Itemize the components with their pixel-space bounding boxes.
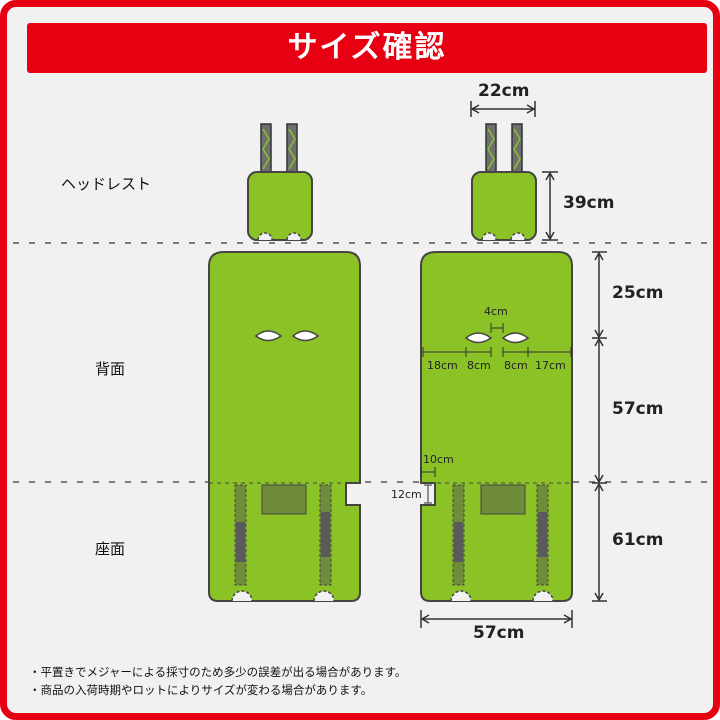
size-diagram <box>13 101 707 628</box>
back-main-height-label: 57cm <box>612 399 664 419</box>
slit-right-label: 8cm <box>504 359 528 372</box>
back-label: 背面 <box>95 360 126 378</box>
note-line-1: ・平置きでメジャーによる採寸のため多少の誤差が出る場合があります。 <box>29 665 407 679</box>
note-line-2: ・商品の入荷時期やロットによりサイズが変わる場合があります。 <box>29 683 373 697</box>
right-margin-label: 17cm <box>535 359 566 372</box>
headrest-cover <box>247 171 313 241</box>
page-title: サイズ確認 <box>27 23 707 73</box>
left-margin-label: 18cm <box>427 359 458 372</box>
back-top-height-label: 25cm <box>612 283 664 303</box>
back-seat-cover <box>208 251 361 602</box>
left-cover-figure <box>208 123 361 602</box>
notch-height-label: 12cm <box>391 488 422 501</box>
notch-width-label: 10cm <box>423 453 454 466</box>
slit-gap-label: 4cm <box>484 305 508 318</box>
seat-label: 座面 <box>95 540 126 558</box>
total-width-label: 57cm <box>473 623 525 643</box>
dimension-lines <box>420 101 607 628</box>
headrest-label: ヘッドレスト <box>61 175 152 193</box>
seat-height-label: 61cm <box>612 530 664 550</box>
headrest-width-label: 22cm <box>478 81 530 101</box>
headrest-height-label: 39cm <box>563 193 615 213</box>
slit-left-label: 8cm <box>467 359 491 372</box>
right-cover-figure <box>420 123 573 602</box>
headrest-cover <box>471 171 537 241</box>
